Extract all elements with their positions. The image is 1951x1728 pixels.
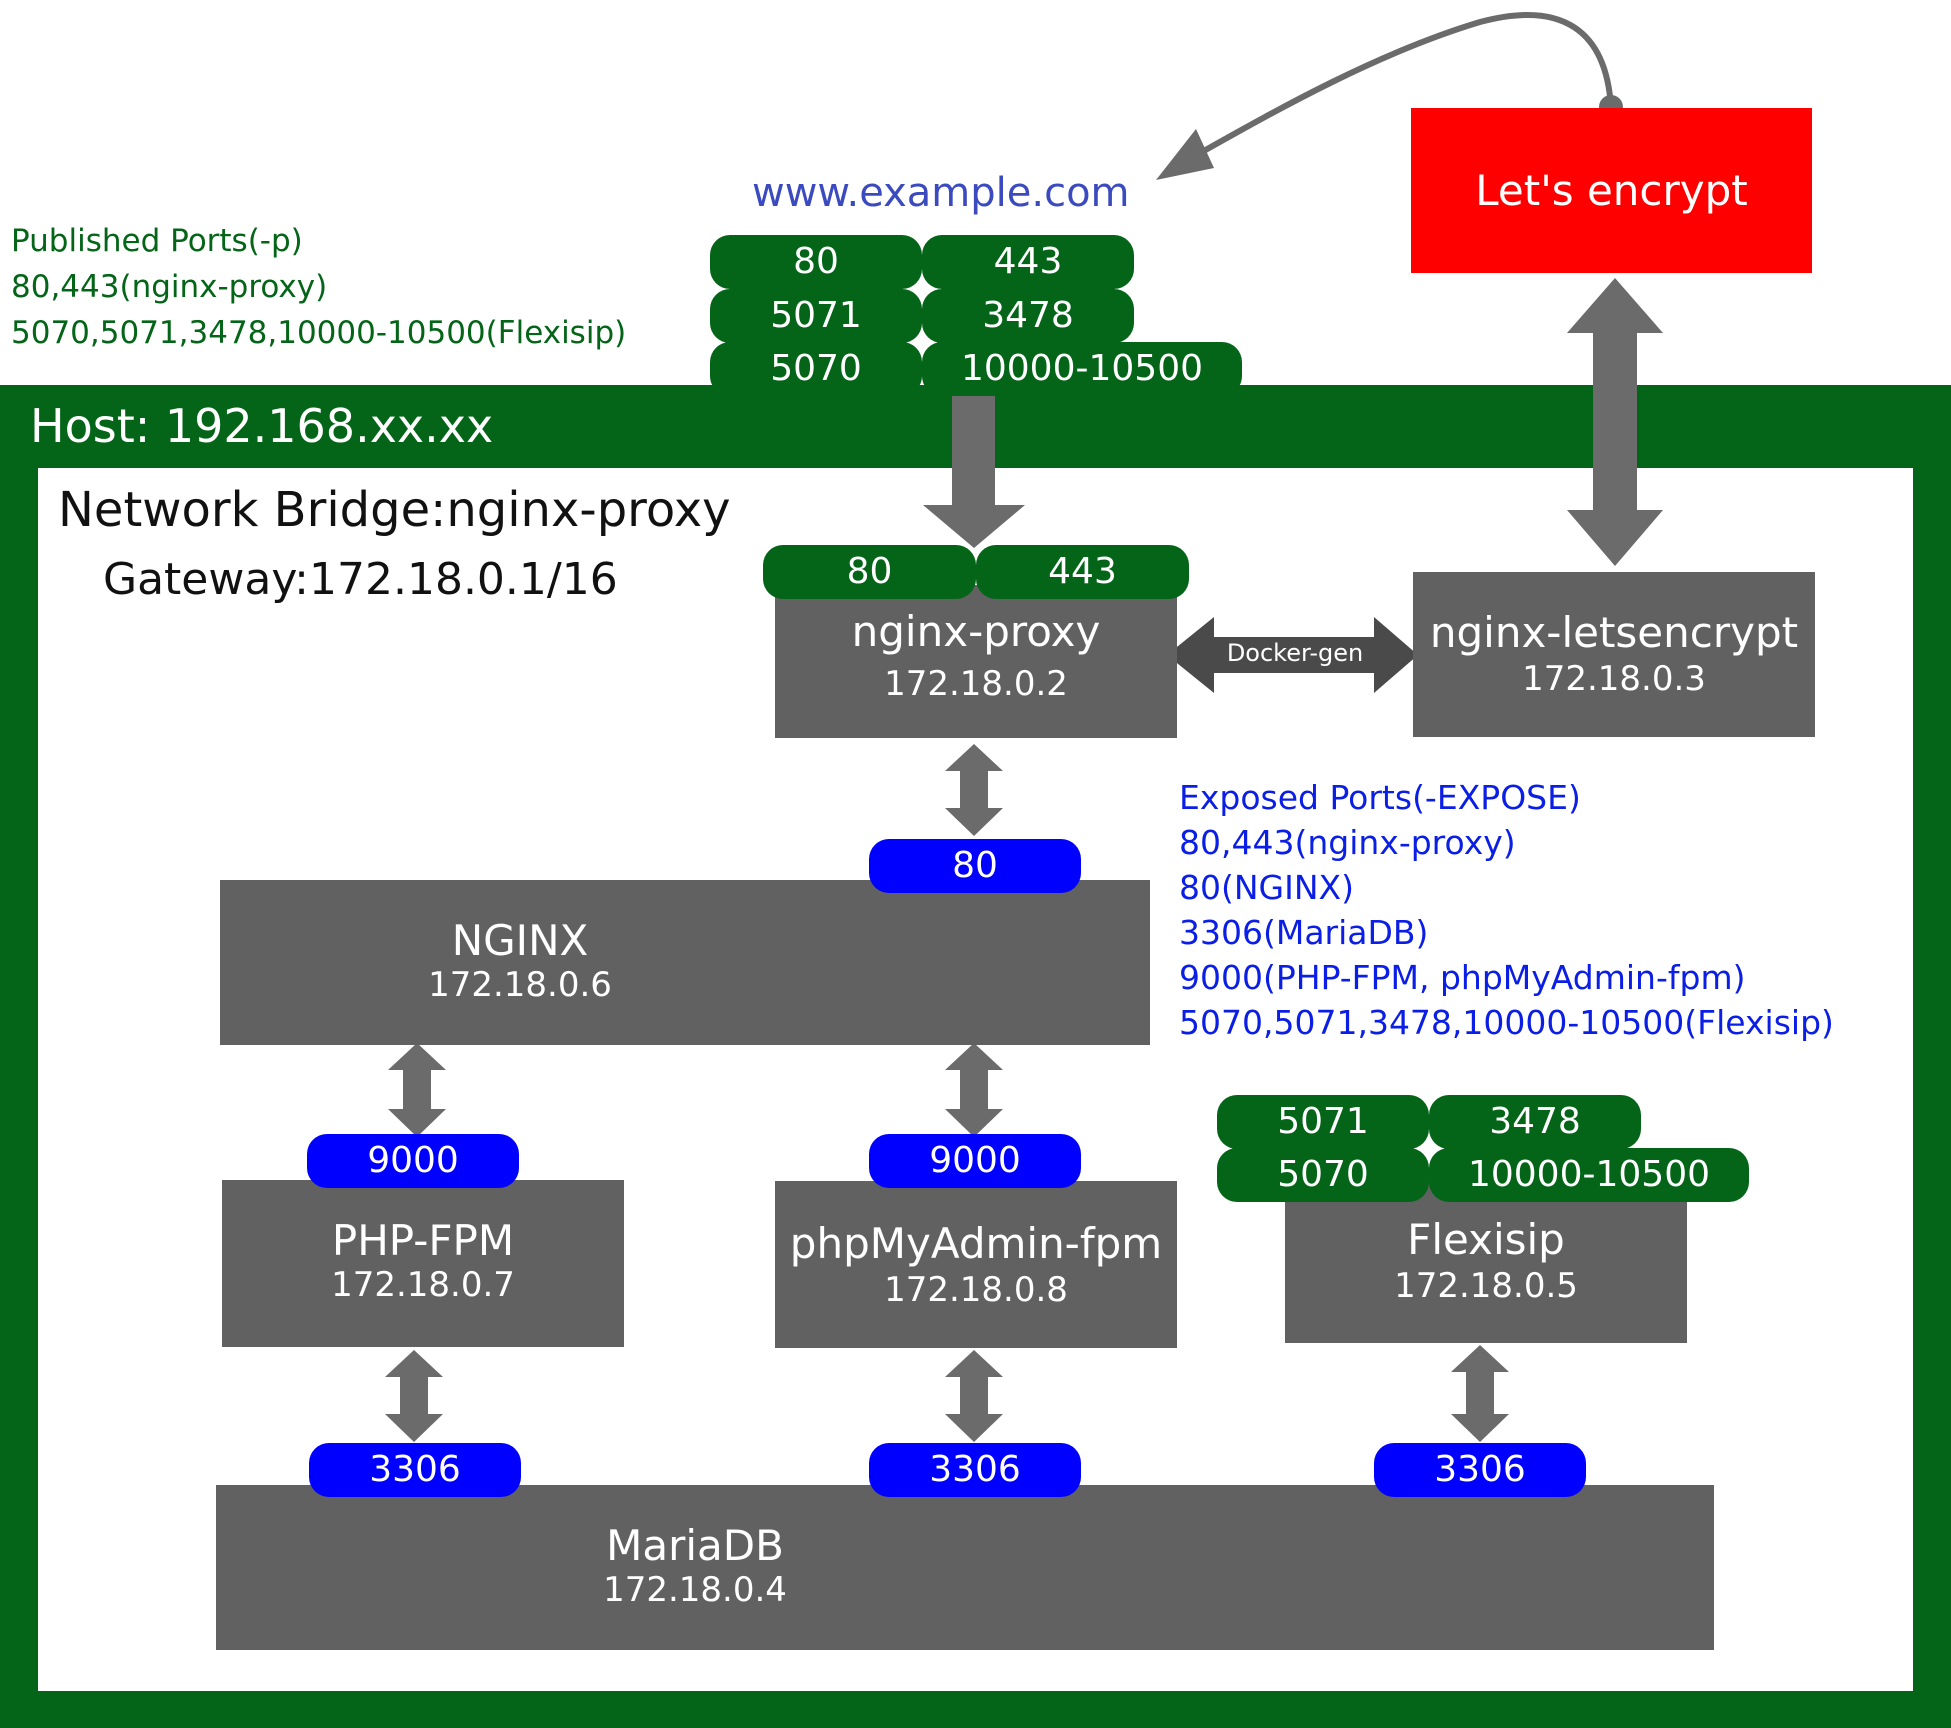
arrow-flexisip-to-mariadb — [1451, 1345, 1509, 1442]
exposed-ports-line: 5070,5071,3478,10000-10500(Flexisip) — [1179, 1003, 1834, 1042]
published-port-pill: 5071 — [710, 289, 922, 343]
flexisip-port-pill: 5070 — [1217, 1148, 1429, 1202]
domain-label: www.example.com — [752, 170, 1130, 216]
flexisip-port-pill: 3478 — [1429, 1095, 1641, 1149]
docker-gen-label: Docker-gen — [1226, 639, 1364, 667]
exposed-ports-line: 3306(MariaDB) — [1179, 913, 1429, 952]
letsencrypt-box: Let's encrypt — [1411, 108, 1812, 273]
container-name: PHP-FPM — [331, 1216, 515, 1265]
flexisip-port-pill: 5071 — [1217, 1095, 1429, 1149]
published-port-pill: 3478 — [922, 289, 1134, 343]
container-mariadb: MariaDB 172.18.0.4 — [216, 1485, 1714, 1650]
arrow-letsencrypt-to-domain — [1200, 12, 1614, 155]
container-nginx: NGINX 172.18.0.6 — [220, 880, 1150, 1045]
container-name: MariaDB — [606, 1521, 784, 1570]
container-name: NGINX — [451, 916, 589, 965]
published-ports-line-2: 5070,5071,3478,10000-10500(Flexisip) — [11, 315, 627, 351]
network-bridge-label: Network Bridge:nginx-proxy — [58, 482, 731, 538]
container-nginx-proxy: nginx-proxy 172.18.0.2 — [775, 585, 1177, 738]
container-ip: 172.18.0.7 — [331, 1265, 515, 1305]
container-name: nginx-letsencrypt — [1429, 608, 1799, 657]
published-ports-line-1: 80,443(nginx-proxy) — [11, 269, 328, 305]
nginx-proxy-port-pill: 443 — [976, 545, 1189, 599]
host-label: Host: 192.168.xx.xx — [30, 399, 494, 453]
flexisip-port-pill: 10000-10500 — [1429, 1148, 1749, 1202]
published-port-pill: 5070 — [710, 342, 922, 396]
container-ip: 172.18.0.5 — [1394, 1266, 1578, 1306]
arrow-published-to-nginx-proxy — [923, 395, 1025, 548]
container-nginx-letsencrypt: nginx-letsencrypt 172.18.0.3 — [1413, 572, 1815, 737]
arrow-phpmyadmin-to-mariadb — [945, 1350, 1003, 1442]
container-ip: 172.18.0.2 — [884, 664, 1068, 704]
arrow-letsencrypt-to-nginx-letsencrypt — [1567, 278, 1663, 566]
mariadb-port-pill: 3306 — [869, 1443, 1081, 1497]
exposed-ports-line: 80(NGINX) — [1179, 868, 1355, 907]
container-ip: 172.18.0.4 — [603, 1570, 787, 1610]
arrow-nginx-to-php-fpm — [388, 1043, 446, 1137]
published-port-pill: 10000-10500 — [922, 342, 1242, 396]
published-port-pill: 443 — [922, 235, 1134, 289]
container-name: phpMyAdmin-fpm — [789, 1219, 1163, 1268]
php-fpm-port-pill: 9000 — [307, 1134, 519, 1188]
container-ip: 172.18.0.8 — [884, 1270, 1068, 1310]
container-ip: 172.18.0.3 — [1522, 659, 1706, 699]
gateway-label: Gateway:172.18.0.1/16 — [103, 554, 618, 605]
arrow-php-fpm-to-mariadb — [385, 1350, 443, 1442]
phpmyadmin-port-pill: 9000 — [869, 1134, 1081, 1188]
container-name: nginx-proxy — [851, 607, 1101, 656]
nginx-port-pill: 80 — [869, 839, 1081, 893]
container-phpmyadmin-fpm: phpMyAdmin-fpm 172.18.0.8 — [775, 1181, 1177, 1348]
exposed-ports-line: 9000(PHP-FPM, phpMyAdmin-fpm) — [1179, 958, 1746, 997]
container-ip: 172.18.0.6 — [428, 965, 612, 1005]
container-name: Flexisip — [1407, 1215, 1565, 1264]
exposed-ports-line: 80,443(nginx-proxy) — [1179, 823, 1516, 862]
nginx-proxy-port-pill: 80 — [763, 545, 976, 599]
exposed-ports-heading: Exposed Ports(-EXPOSE) — [1179, 778, 1581, 817]
published-ports-heading: Published Ports(-p) — [11, 223, 303, 259]
arrow-nginx-proxy-to-nginx — [945, 744, 1003, 836]
container-php-fpm: PHP-FPM 172.18.0.7 — [222, 1180, 624, 1347]
arrow-nginx-to-phpmyadmin — [945, 1043, 1003, 1137]
published-port-pill: 80 — [710, 235, 922, 289]
mariadb-port-pill: 3306 — [1374, 1443, 1586, 1497]
arrow-docker-gen — [1167, 617, 1418, 693]
arrow-head-to-domain — [1156, 129, 1214, 180]
mariadb-port-pill: 3306 — [309, 1443, 521, 1497]
